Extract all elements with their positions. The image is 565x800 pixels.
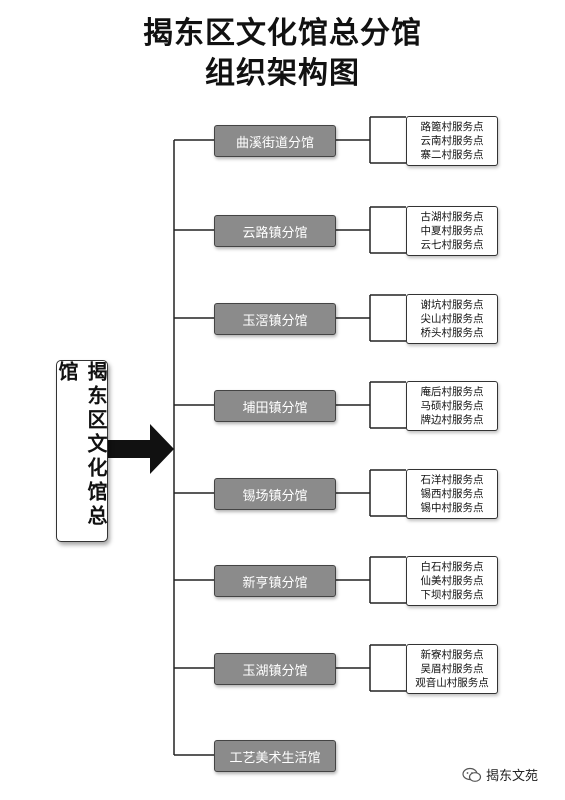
service-point-box: 新寮村服务点 吴眉村服务点 观音山村服务点 <box>406 644 498 694</box>
service-point: 云南村服务点 <box>420 135 484 147</box>
service-point-box: 路篦村服务点 云南村服务点 寨二村服务点 <box>406 116 498 166</box>
branch-node: 玉湖镇分馆 <box>214 653 336 685</box>
service-point: 锡中村服务点 <box>420 502 484 514</box>
branch-label: 玉湖镇分馆 <box>242 663 308 679</box>
leaf-connector <box>334 206 406 254</box>
branch-node: 新亨镇分馆 <box>214 565 336 597</box>
service-point: 新寮村服务点 <box>420 649 484 661</box>
account-watermark: 揭东文苑 <box>462 765 538 784</box>
leaf-connector <box>334 294 406 342</box>
root-node: 揭东区文化馆总馆 <box>55 360 108 542</box>
leaf-connector <box>334 644 406 692</box>
service-point: 桥头村服务点 <box>420 327 484 339</box>
branch-label: 新亨镇分馆 <box>242 575 308 591</box>
branch-label: 云路镇分馆 <box>242 225 308 241</box>
service-point: 寨二村服务点 <box>420 149 484 161</box>
service-point: 马硕村服务点 <box>420 400 484 412</box>
leaf-connector <box>334 381 406 429</box>
chart-subtitle: 组织架构图 <box>205 56 360 91</box>
service-point: 吴眉村服务点 <box>420 663 484 675</box>
service-point-box: 古湖村服务点 中夏村服务点 云七村服务点 <box>406 206 498 256</box>
branch-label: 曲溪街道分馆 <box>235 135 314 151</box>
wechat-icon <box>462 767 482 782</box>
service-point: 观音山村服务点 <box>415 677 489 689</box>
service-point: 仙美村服务点 <box>420 575 484 587</box>
account-name: 揭东文苑 <box>486 769 539 784</box>
service-point: 石洋村服务点 <box>420 474 484 486</box>
service-point-box: 石洋村服务点 锡西村服务点 锡中村服务点 <box>406 469 498 519</box>
branch-node: 锡场镇分馆 <box>214 478 336 510</box>
branch-label: 埔田镇分馆 <box>242 400 308 416</box>
service-point: 尖山村服务点 <box>420 313 484 325</box>
service-point-box: 白石村服务点 仙美村服务点 下坝村服务点 <box>406 556 498 606</box>
service-point: 庵后村服务点 <box>420 386 484 398</box>
service-point-box: 谢坑村服务点 尖山村服务点 桥头村服务点 <box>406 294 498 344</box>
service-point: 白石村服务点 <box>420 561 484 573</box>
branch-label: 锡场镇分馆 <box>242 488 308 504</box>
service-point-box: 庵后村服务点 马硕村服务点 牌边村服务点 <box>406 381 498 431</box>
root-arrow-icon <box>108 424 174 474</box>
service-point: 云七村服务点 <box>420 239 484 251</box>
root-label: 揭东区文化馆总馆 <box>55 361 108 529</box>
branch-label: 玉滘镇分馆 <box>242 313 308 329</box>
leaf-connector <box>334 556 406 604</box>
branch-node: 云路镇分馆 <box>214 215 336 247</box>
service-point: 古湖村服务点 <box>420 211 484 223</box>
leaf-connector <box>334 469 406 517</box>
service-point: 锡西村服务点 <box>420 488 484 500</box>
branch-node: 曲溪街道分馆 <box>214 125 336 157</box>
service-point: 下坝村服务点 <box>420 589 484 601</box>
branch-node: 工艺美术生活馆 <box>214 740 336 772</box>
branch-node: 埔田镇分馆 <box>214 390 336 422</box>
branch-node: 玉滘镇分馆 <box>214 303 336 335</box>
chart-title: 揭东区文化馆总分馆 <box>143 16 422 51</box>
service-point: 路篦村服务点 <box>420 121 484 133</box>
service-point: 中夏村服务点 <box>420 225 484 237</box>
service-point: 牌边村服务点 <box>420 414 484 426</box>
service-point: 谢坑村服务点 <box>420 299 484 311</box>
leaf-connector <box>334 116 406 164</box>
branch-label: 工艺美术生活馆 <box>229 750 321 766</box>
